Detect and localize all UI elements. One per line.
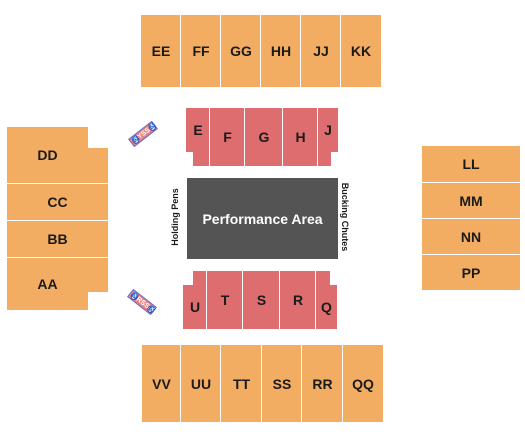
section-UU[interactable]: UU: [181, 345, 221, 422]
section-EE[interactable]: EE: [141, 15, 181, 87]
section-SS[interactable]: SS: [262, 345, 302, 422]
divider: [242, 271, 243, 329]
divider: [279, 271, 280, 329]
section-VV[interactable]: VV: [142, 345, 181, 422]
section-TT[interactable]: TT: [221, 345, 262, 422]
divider: [342, 345, 343, 422]
divider: [261, 345, 262, 422]
divider: [300, 15, 301, 87]
divider: [220, 15, 221, 87]
section-F[interactable]: F: [210, 108, 245, 166]
divider: [260, 15, 261, 87]
section-QQ[interactable]: QQ: [343, 345, 383, 422]
section-R[interactable]: R: [280, 271, 316, 329]
section-T[interactable]: T: [207, 271, 243, 329]
divider: [282, 108, 283, 166]
section-GG[interactable]: GG: [221, 15, 261, 87]
section-PP[interactable]: PP: [422, 255, 520, 290]
section-LL[interactable]: LL: [422, 146, 520, 182]
section-J[interactable]: J: [318, 108, 338, 152]
performance-area-label: Performance Area: [202, 210, 323, 227]
holding-pens-label: Holding Pens: [170, 188, 180, 246]
accessible-section-YSS[interactable]: ♿ YSS ♿: [128, 120, 158, 148]
section-HH[interactable]: HH: [261, 15, 301, 87]
section-U[interactable]: U: [183, 285, 207, 329]
performance-area: Performance Area: [187, 178, 338, 259]
divider: [317, 108, 318, 166]
section-JJ[interactable]: JJ: [301, 15, 341, 87]
section-BB[interactable]: BB: [7, 221, 108, 257]
section-CC[interactable]: CC: [7, 184, 108, 220]
section-NN[interactable]: NN: [422, 219, 520, 254]
section-Q[interactable]: Q: [316, 285, 337, 329]
divider: [244, 108, 245, 166]
section-DD[interactable]: DD: [7, 127, 88, 183]
section-Q-upper: [316, 271, 330, 285]
section-U-upper: [193, 271, 207, 285]
section-AA[interactable]: AA: [7, 258, 88, 310]
divider: [340, 15, 341, 87]
section-S[interactable]: S: [243, 271, 280, 329]
section-H[interactable]: H: [283, 108, 318, 166]
section-DD-ext: [88, 148, 108, 183]
section-MM[interactable]: MM: [422, 183, 520, 218]
section-AA-ext: [88, 258, 108, 292]
divider: [220, 345, 221, 422]
section-G[interactable]: G: [245, 108, 283, 166]
section-RR[interactable]: RR: [302, 345, 343, 422]
bucking-chutes-label: Bucking Chutes: [340, 182, 350, 252]
divider: [315, 271, 316, 329]
section-KK[interactable]: KK: [341, 15, 381, 87]
wheelchair-icon: ♿: [146, 304, 157, 315]
section-J-lower: [318, 152, 331, 166]
section-FF[interactable]: FF: [181, 15, 221, 87]
accessible-section-RSS[interactable]: ♿ RSS ♿: [127, 288, 157, 316]
divider: [180, 345, 181, 422]
divider: [180, 15, 181, 87]
section-E-lower: [193, 152, 210, 166]
divider: [209, 108, 210, 166]
section-E[interactable]: E: [186, 108, 210, 152]
divider: [301, 345, 302, 422]
divider: [206, 271, 207, 329]
